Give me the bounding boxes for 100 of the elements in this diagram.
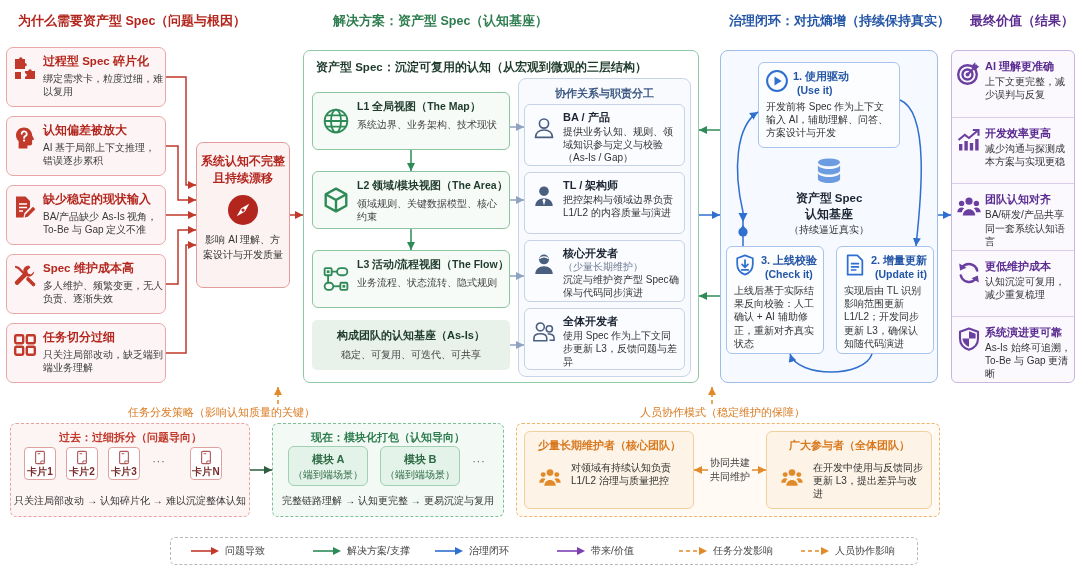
- team-text: 在开发中使用与反馈同步更新 L3，提出差异与改进: [813, 461, 924, 501]
- value-text: 认知沉淀可复用，减少重复梳理: [985, 274, 1066, 301]
- module-note: （端到端场景）: [293, 468, 363, 482]
- value-title: 团队认知对齐: [985, 192, 1051, 207]
- section-heading: 最终价值（结果）: [970, 13, 1074, 30]
- problem-card: [6, 47, 166, 107]
- role-title: 核心开发者: [563, 246, 618, 261]
- ellipsis: ···: [472, 452, 485, 470]
- role-card: [524, 172, 685, 234]
- step-subtitle: (Update it): [875, 268, 927, 282]
- team-text: 对领域有持续认知负责 L1/L2 治理与质量把控: [571, 461, 672, 488]
- step-title: 2. 增量更新: [871, 253, 928, 268]
- foundation-text: 稳定、可复用、可迭代、可共享: [341, 348, 481, 362]
- step-card: [836, 246, 934, 354]
- problem-card: [6, 323, 166, 383]
- arrow: [165, 226, 197, 285]
- value-text: BA/研发/产品共享同一套系统认知语言: [985, 208, 1066, 248]
- arrow: [937, 211, 952, 219]
- value-text: 减少沟通与探测成本方案与实现更稳: [985, 142, 1066, 169]
- step-subtitle: (Use it): [797, 84, 833, 98]
- legend-text: 带来/价值: [591, 544, 634, 558]
- arrow: [509, 341, 525, 349]
- foundation-card: [312, 320, 510, 370]
- layer-title: L1 全局视图（The Map）: [357, 100, 481, 114]
- arrow: [736, 111, 759, 247]
- problem-text: 绑定需求卡，粒度过细，难以复用: [43, 72, 163, 99]
- legend-text: 任务分发影响: [713, 544, 773, 558]
- layer-card: [312, 250, 510, 308]
- root-cause-card: [196, 142, 290, 288]
- legend-text: 解决方案/支撑: [347, 544, 410, 558]
- callout-label: 任务分发策略（影响认知质量的关键）: [128, 404, 320, 420]
- layer-title: L3 活动/流程视图（The Flow）: [357, 258, 509, 272]
- problem-card: [6, 185, 166, 245]
- step-subtitle: (Check it): [765, 268, 813, 282]
- problem-text: 多人维护、频繁变更，无人负责、逐渐失效: [43, 279, 163, 306]
- solution-panel: [303, 50, 699, 383]
- arrow: [165, 145, 197, 204]
- problem-title: 过程型 Spec 碎片化: [43, 54, 149, 69]
- problem-title: 缺少稳定的现状输入: [43, 192, 151, 208]
- problem-title: 任务切分过细: [43, 330, 115, 345]
- arrow: [698, 292, 721, 300]
- layer-card: [312, 92, 510, 150]
- value-item: [952, 315, 1074, 382]
- value-text: As-Is 始终可追溯，To-Be 与 Gap 更清晰: [985, 340, 1071, 381]
- role-text: 使用 Spec 作为上下文同步更新 L3，反馈问题与差异: [563, 329, 678, 369]
- card-label: 卡片1: [27, 465, 53, 479]
- module-title: 模块 A: [311, 452, 345, 467]
- module-title: 模块 B: [403, 452, 437, 467]
- arrow: [698, 126, 721, 134]
- role-title: BA / 产品: [563, 110, 610, 125]
- role-text: 提供业务认知、规则、领域知识参与定义与校验（As-Is / Gap）: [563, 125, 674, 165]
- module-note: （端到端场景）: [385, 468, 455, 482]
- team-title: 广大参与者（全体团队）: [788, 438, 910, 453]
- task-card: [108, 447, 140, 480]
- arrow: [407, 228, 415, 251]
- legend-text: 治理闭环: [469, 544, 509, 558]
- card-label: 卡片3: [111, 465, 137, 479]
- value-title: 系统演进更可靠: [985, 324, 1062, 340]
- arrow: [708, 386, 716, 405]
- value-title: AI 理解更准确: [985, 59, 1055, 74]
- callout-label: 人员协作模式（稳定维护的保障）: [640, 404, 812, 420]
- step-text: 上线后基于实际结果反向校验：人工确认 + AI 辅助修正，重新对齐真实状态: [734, 284, 815, 350]
- core-note: （持续逼近真实）: [789, 223, 869, 237]
- role-card: [524, 308, 685, 370]
- flow-text: 只关注局部改动 → 认知碎片化 → 难以沉淀整体认知: [14, 494, 246, 508]
- arrow: [407, 149, 415, 172]
- problem-text: BA/产品缺少 As-Is 视角，To-Be 与 Gap 定义不准: [43, 210, 159, 237]
- module-card: [288, 446, 368, 486]
- section-heading: 治理闭环：对抗熵增（持续保持真实）: [729, 13, 950, 30]
- collaboration-panel: [516, 423, 940, 517]
- arrow: [165, 76, 197, 189]
- value-title: 开发效率更高: [985, 126, 1051, 141]
- hub-title: 系统认知不完整且持续漂移: [201, 153, 285, 186]
- arrow: [289, 211, 304, 219]
- governance-panel: [720, 50, 938, 383]
- problem-text: AI 基于局部上下文推理，错误逐步累积: [43, 141, 157, 168]
- hub-text: 影响 AI 理解、方案设计与开发质量: [202, 233, 284, 262]
- present-panel: [272, 423, 504, 517]
- problem-card: [6, 254, 166, 314]
- step-card: [758, 62, 900, 148]
- step-text: 实现后由 TL 识别影响范围更新 L1/L2；开发同步更新 L3，确保认知随代码演进: [844, 284, 922, 350]
- ellipsis: ···: [152, 452, 165, 470]
- task-card: [190, 447, 222, 480]
- value-text: 上下文更完整，减少误判与反复: [985, 75, 1066, 102]
- layer-title: L2 领域/模块视图（The Area）: [357, 179, 508, 193]
- panel-title: 过去：过细拆分（问题导向）: [58, 430, 202, 445]
- layer-text: 领域规则、关键数据模型、核心约束: [357, 197, 498, 224]
- card-label: 卡片2: [69, 465, 95, 479]
- module-card: [380, 446, 460, 486]
- legend-text: 问题导致: [225, 544, 265, 558]
- panel-heading: 协作关系与职责分工: [555, 86, 654, 101]
- roles-panel: [518, 78, 691, 377]
- step-card: [726, 246, 824, 354]
- past-panel: [10, 423, 250, 517]
- flow-text: 完整链路理解 → 认知更完整 → 更易沉淀与复用: [282, 494, 494, 508]
- foundation-title: 构成团队的认知基座（As-Is）: [337, 328, 485, 343]
- section-heading: 为什么需要资产型 Spec（问题与根因）: [18, 13, 247, 30]
- section-heading: 解决方案：资产型 Spec（认知基座）: [333, 13, 549, 30]
- panel-title: 现在：模块化打包（认知导向）: [311, 430, 465, 445]
- step-text: 开发前将 Spec 作为上下文输入 AI，辅助理解、问答、方案设计与开发: [766, 100, 890, 140]
